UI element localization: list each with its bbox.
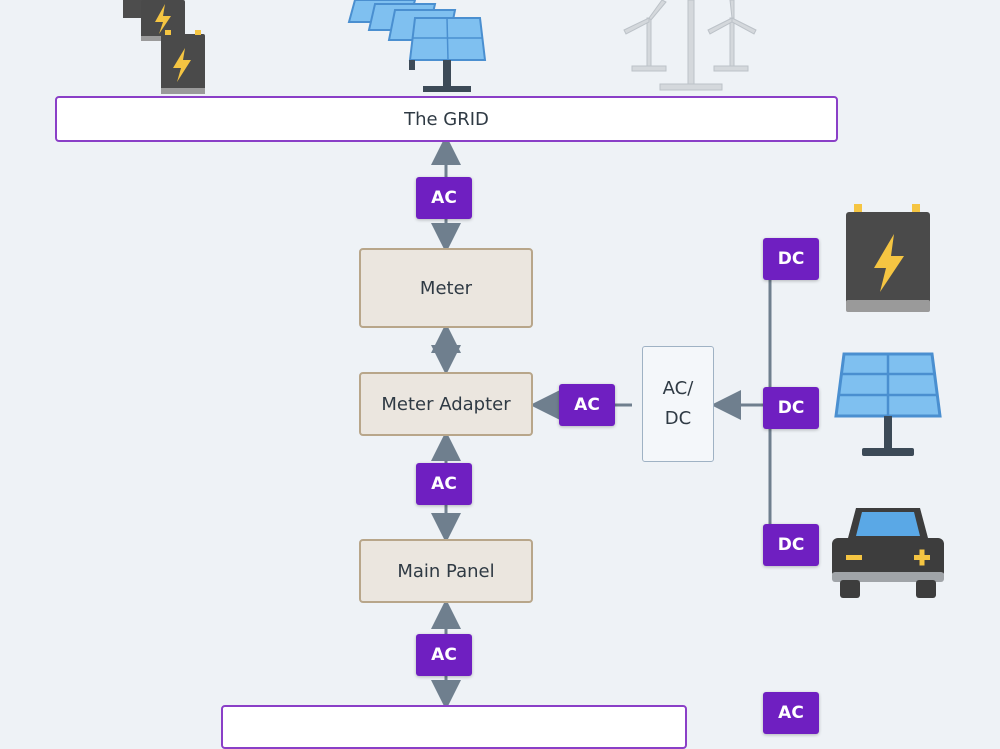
dc-tag-battery: DC — [763, 238, 819, 280]
main-panel-label: Main Panel — [397, 560, 495, 582]
ac-tag-adapter-panel: AC — [416, 463, 472, 505]
solar-panel-array-icon — [347, 0, 487, 92]
battery-stack-icon — [123, 0, 205, 94]
meter-box: Meter — [359, 248, 533, 328]
ac-tag-converter-adapter: AC — [559, 384, 615, 426]
grid-bar: The GRID — [55, 96, 838, 142]
wind-turbines-icon — [623, 0, 757, 91]
ac-tag-bottom-right: AC — [763, 692, 819, 734]
home-battery-icon — [846, 204, 930, 312]
electric-car-icon — [832, 508, 944, 598]
ac-tag-panel-bottom: AC — [416, 634, 472, 676]
ac-tag-grid-meter: AC — [416, 177, 472, 219]
main-panel-box: Main Panel — [359, 539, 533, 603]
converter-label-line2: DC — [664, 408, 692, 429]
grid-label: The GRID — [404, 108, 489, 130]
ac-dc-converter-box: AC/ DC — [642, 346, 714, 462]
converter-label-line1: AC/ — [662, 378, 694, 399]
meter-label: Meter — [419, 277, 473, 299]
dc-tag-solar: DC — [763, 387, 819, 429]
meter-adapter-label: Meter Adapter — [381, 393, 511, 415]
meter-adapter-box: Meter Adapter — [359, 372, 533, 436]
solar-panel-icon — [834, 352, 942, 456]
dc-tag-car: DC — [763, 524, 819, 566]
bottom-bar — [221, 705, 687, 749]
